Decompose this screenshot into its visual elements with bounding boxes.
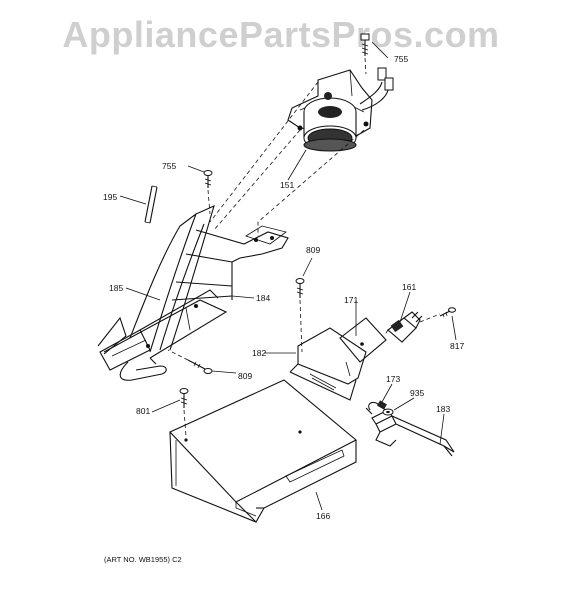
screw-809-bracket (167, 349, 213, 374)
motor-assembly-151 (287, 67, 394, 152)
label-183: 183 (436, 404, 450, 414)
screw-809-plate (295, 278, 305, 353)
tray-166 (169, 379, 357, 523)
label-184: 184 (256, 293, 270, 303)
label-755-top: 755 (394, 54, 408, 64)
screw-755-top (360, 33, 370, 75)
label-182: 182 (252, 348, 266, 358)
label-151: 151 (280, 180, 294, 190)
label-185: 185 (109, 283, 123, 293)
alignment-line (257, 129, 365, 236)
label-817: 817 (450, 341, 464, 351)
leader-lines (119, 41, 457, 511)
art-number: (ART NO. WB1955) C2 (104, 555, 182, 564)
switch-bracket-171 (339, 317, 389, 363)
label-935: 935 (410, 388, 424, 398)
label-809-top: 809 (306, 245, 320, 255)
label-166: 166 (316, 511, 330, 521)
label-171: 171 (344, 295, 358, 305)
shaft-195 (144, 185, 158, 224)
label-801: 801 (136, 406, 150, 416)
mounting-plate-182 (289, 327, 367, 401)
label-755-middle: 755 (162, 161, 176, 171)
screw-817 (439, 307, 456, 318)
label-809-bottom: 809 (238, 371, 252, 381)
watermark-text: AppliancePartsPros.com (62, 14, 500, 55)
screw-801 (179, 388, 189, 437)
alignment-line (213, 129, 301, 231)
label-161: 161 (402, 282, 416, 292)
alignment-line (209, 81, 319, 223)
clip-173 (365, 400, 389, 415)
washer-935 (382, 408, 394, 416)
bracket-assembly-185 (97, 205, 289, 381)
label-173: 173 (386, 374, 400, 384)
label-195: 195 (103, 192, 117, 202)
switch-161 (387, 311, 441, 343)
screw-755-middle (203, 170, 213, 215)
